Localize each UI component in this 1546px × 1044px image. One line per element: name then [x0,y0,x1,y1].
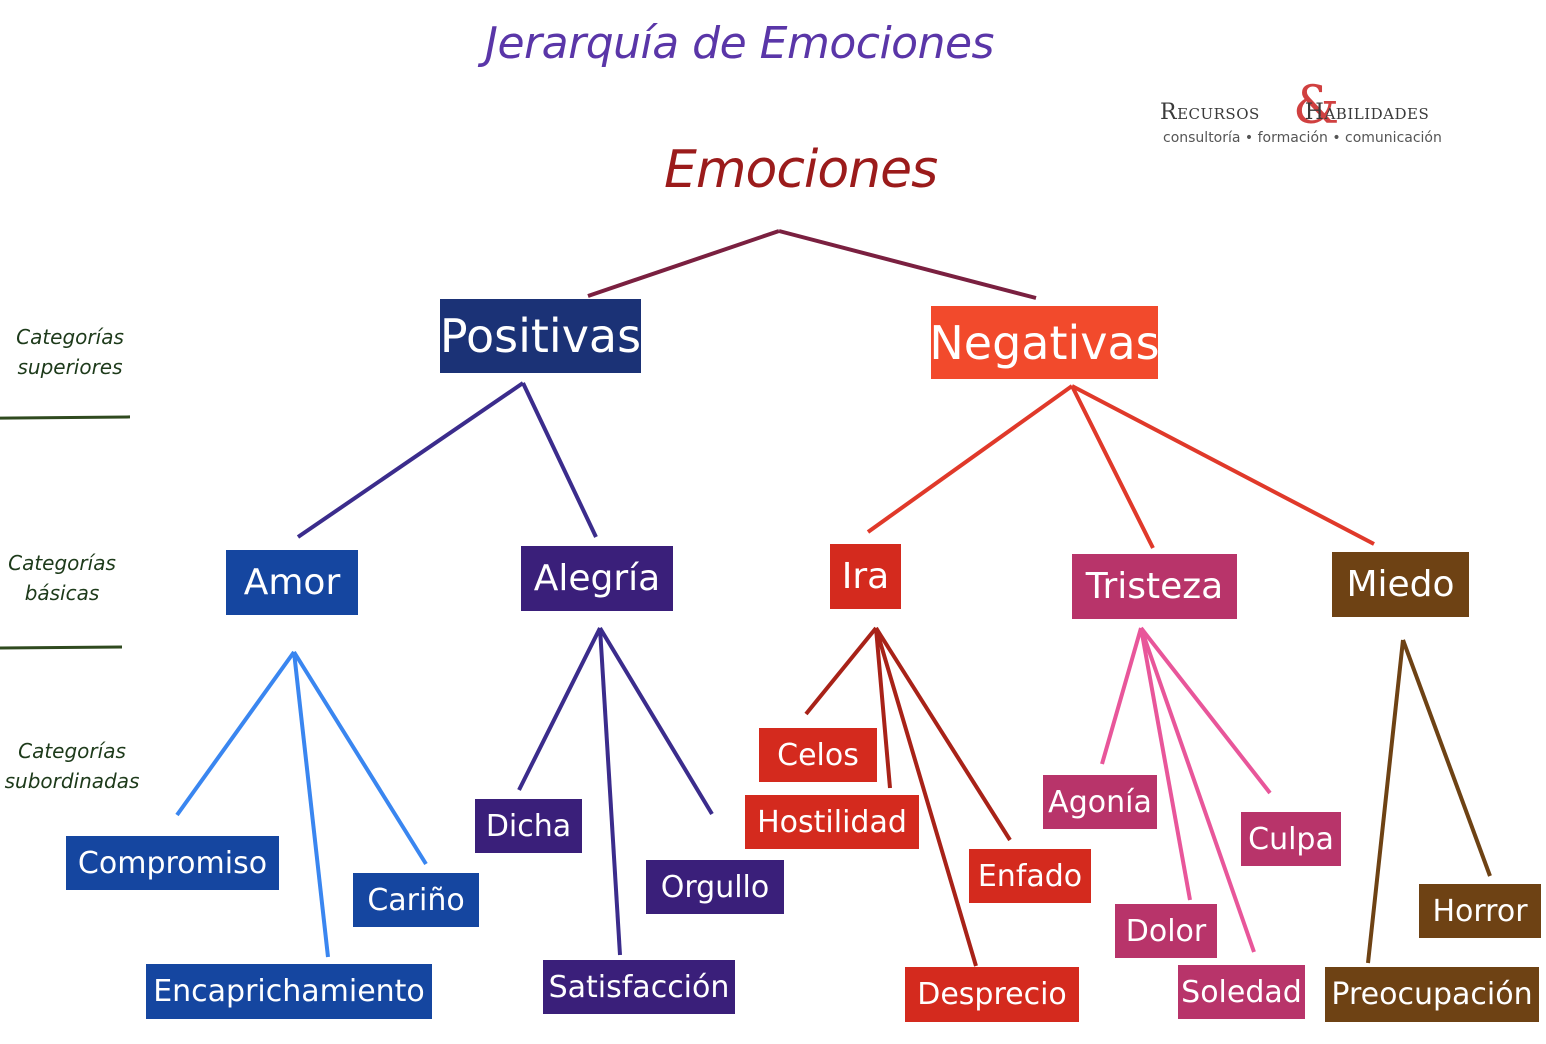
logo-brand: Recursos Habilidades [1160,100,1429,125]
node-compromiso: Compromiso [66,836,279,890]
link-tristeza-soledad [1139,627,1256,953]
link-root-positivas [587,229,780,298]
level-label-subordinate-line1: Categorías [18,739,126,763]
node-enfado: Enfado [969,849,1091,903]
link-amor-encaprichamiento [292,651,330,958]
link-positivas-amor [296,381,525,539]
link-ira-hostilidad [874,627,892,789]
link-ira-desprecio [874,627,978,967]
level-label-superior-line1: Categorías [16,325,124,349]
node-desprecio: Desprecio [905,967,1079,1022]
level-label-superior: Categorías superiores [0,322,140,382]
node-amor: Amor [226,550,358,615]
node-satisfaccion: Satisfacción [543,960,735,1014]
link-amor-carino [292,650,428,866]
link-positivas-alegria [521,382,598,538]
logo-tagline: consultoría • formación • comunicación [1163,130,1442,146]
level-label-basic-line1: Categorías [8,551,116,575]
node-celos: Celos [759,728,877,782]
link-negativas-tristeza [1070,385,1155,549]
root-node-emociones: Emociones [664,140,938,200]
node-soledad: Soledad [1178,965,1305,1019]
level-label-subordinate: Categorías subordinadas [2,736,142,796]
link-miedo-preocupacion [1366,639,1405,964]
node-tristeza: Tristeza [1072,554,1237,619]
link-ira-celos [804,626,878,716]
node-negativas: Negativas [929,306,1160,379]
link-tristeza-agonia [1100,627,1143,765]
link-tristeza-culpa [1139,626,1272,795]
level-label-basic-line2: básicas [24,581,100,605]
node-agonia: Agonía [1043,775,1157,829]
page-title: Jerarquía de Emociones [485,18,994,69]
link-tristeza-dolor [1139,627,1192,901]
logo-ampersand: & [1293,76,1340,136]
node-miedo: Miedo [1332,552,1469,617]
node-positivas: Positivas [440,299,641,373]
link-ira-enfado [874,626,1012,842]
node-encaprichamiento: Encaprichamiento [146,964,432,1019]
logo-brand-left: Recursos [1160,100,1260,125]
link-root-negativas [778,229,1037,300]
level-label-basic: Categorías básicas [0,548,132,608]
link-negativas-ira [866,384,1074,534]
level-label-superior-line2: superiores [17,355,123,379]
node-hostilidad: Hostilidad [745,795,919,849]
node-alegria: Alegría [521,546,673,611]
link-alegria-orgullo [598,626,714,816]
link-miedo-horror [1401,639,1492,877]
link-alegria-dicha [517,627,602,791]
company-logo: & Recursos Habilidades consultoría • for… [1150,78,1510,150]
link-alegria-satisfaccion [598,627,622,956]
node-ira: Ira [830,544,901,609]
node-carino: Cariño [353,873,479,927]
node-culpa: Culpa [1241,812,1341,866]
node-preocupacion: Preocupación [1325,967,1539,1022]
node-dolor: Dolor [1115,904,1217,958]
logo-brand-right: Habilidades [1304,100,1430,125]
node-dicha: Dicha [475,799,582,853]
node-orgullo: Orgullo [646,860,784,914]
link-amor-compromiso [175,650,296,817]
link-negativas-miedo [1071,384,1375,546]
level-label-subordinate-line2: subordinadas [4,769,140,793]
node-horror: Horror [1419,884,1541,938]
